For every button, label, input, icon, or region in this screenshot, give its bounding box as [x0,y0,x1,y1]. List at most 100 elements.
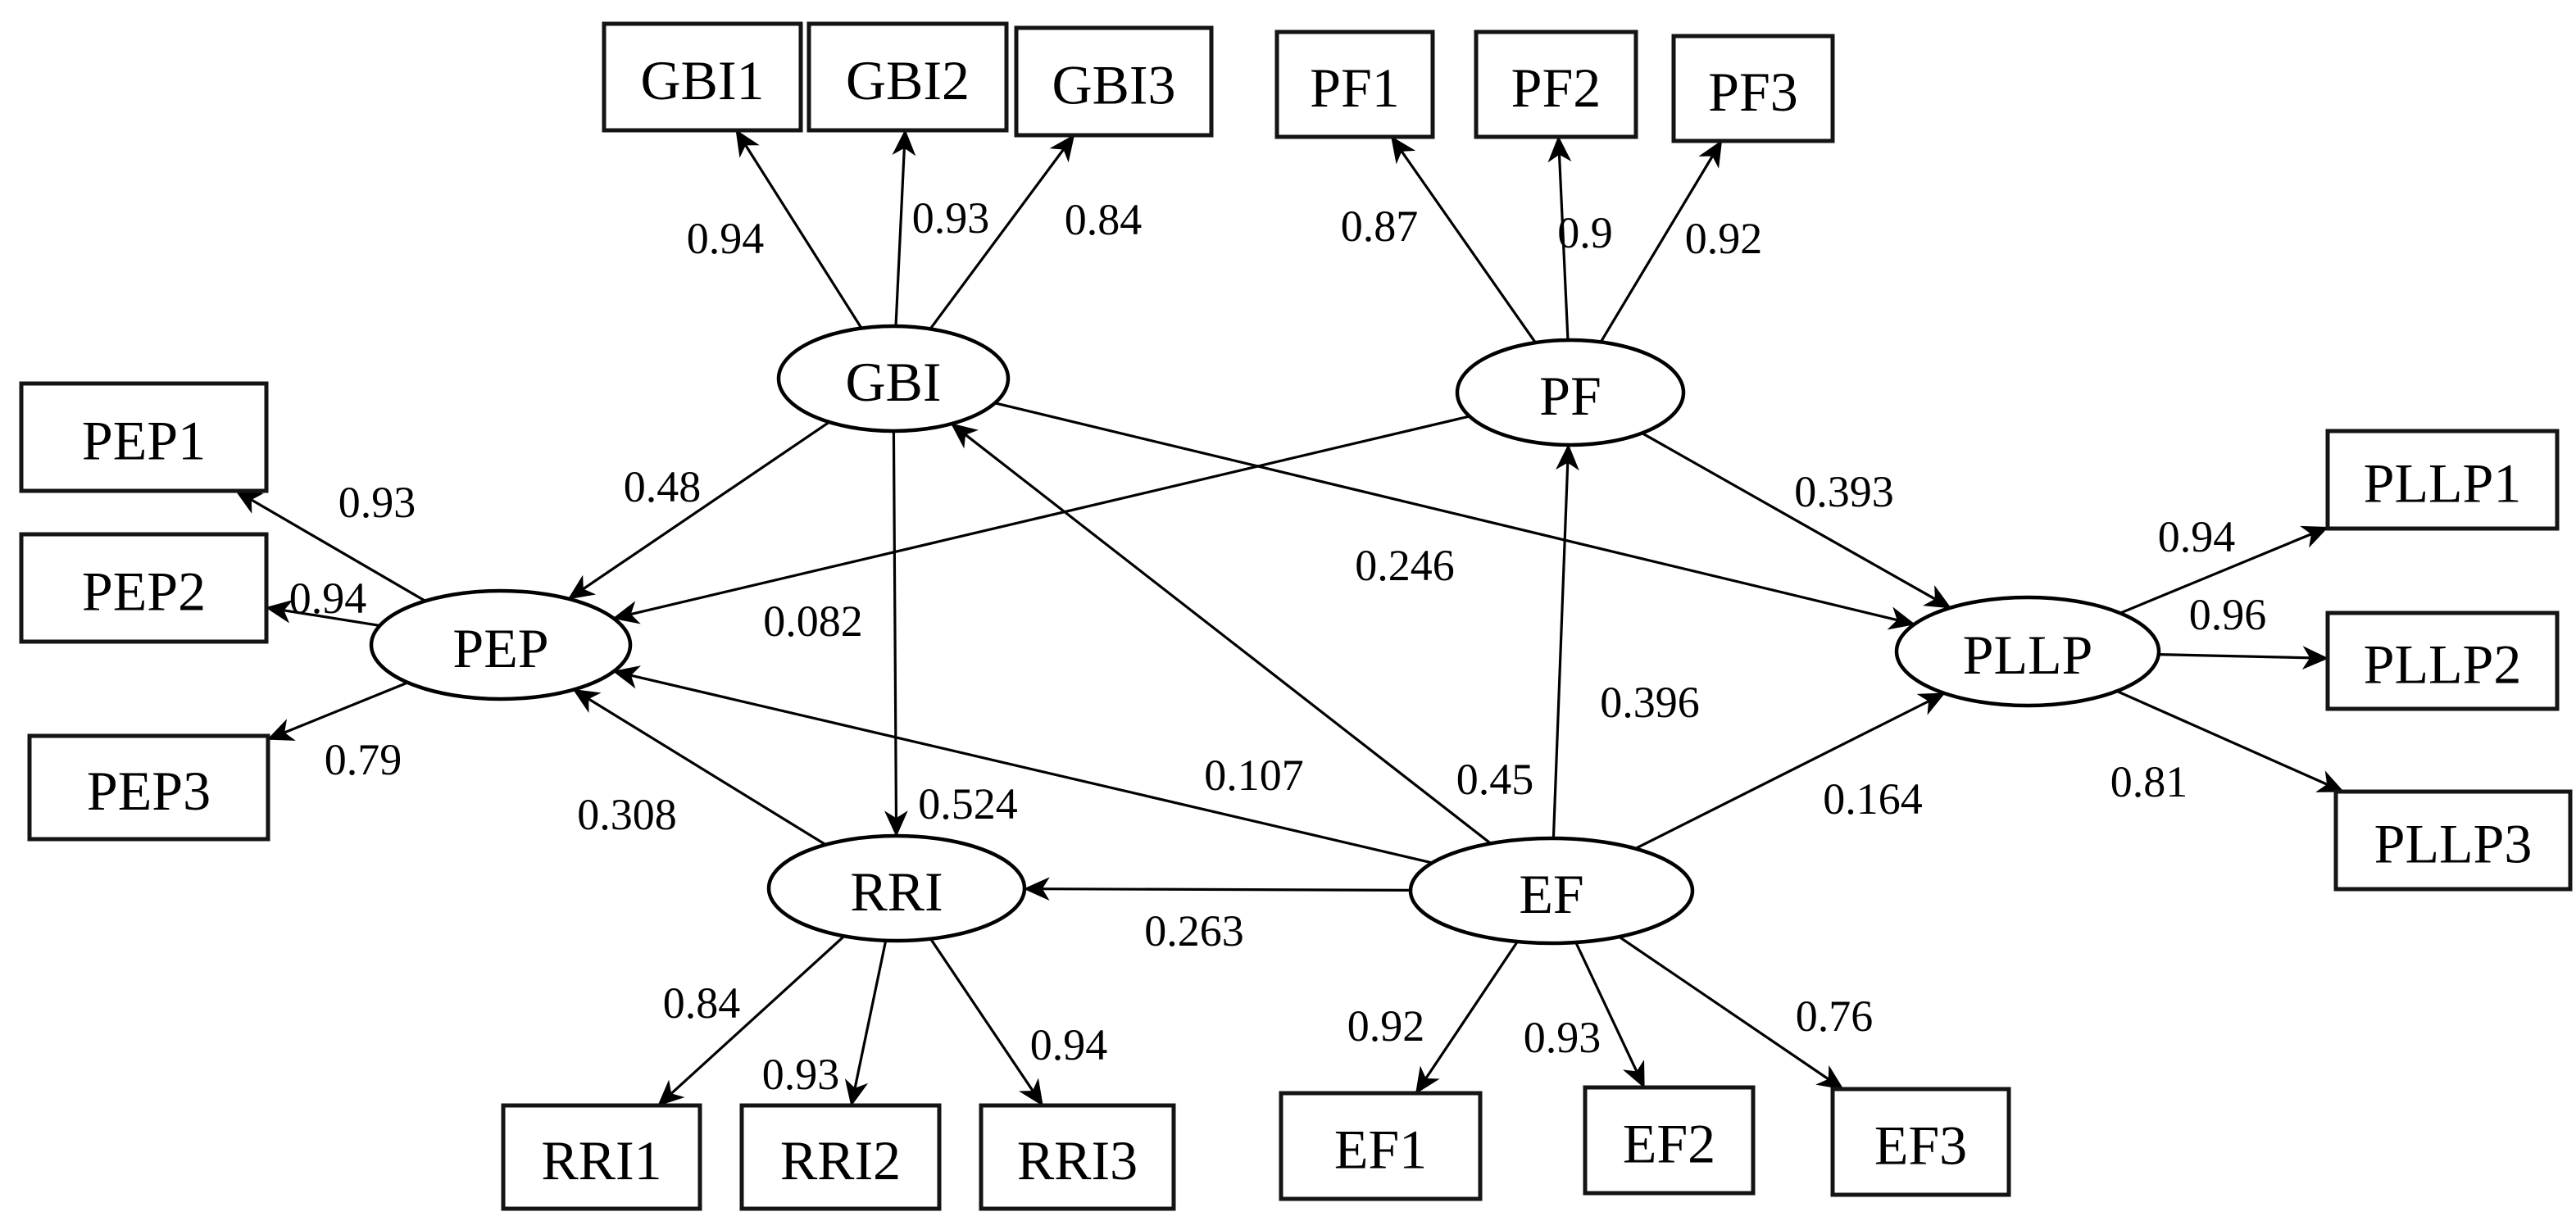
indicator-pep1 [19,381,269,493]
structural-path-rri-pep [572,688,827,847]
loading-value-pep-pep3: 0.79 [325,735,402,784]
path-coefficient-ef-rri: 0.263 [1144,906,1244,955]
indicator-pllp1 [2325,429,2560,531]
loading-path-pep-pep1 [234,489,426,602]
loading-value-gbi-gbi3: 0.84 [1065,195,1143,244]
structural-path-gbi-pep [567,420,830,601]
loading-path-pllp-pllp1 [2119,525,2329,615]
loading-path-rri-rri3 [929,937,1044,1107]
indicator-pf3 [1671,34,1835,143]
indicator-label-pep3: PEP3 [87,760,211,822]
loading-path-ef-ef2 [1574,942,1646,1089]
indicator-rri1 [501,1103,702,1211]
indicator-label-pf3: PF3 [1708,61,1798,123]
path-coefficient-pf-pep: 0.082 [763,597,863,646]
structural-path-ef-pllp [1634,692,1946,851]
loading-value-rri-rri2: 0.93 [762,1050,840,1099]
indicator-label-pf1: PF1 [1310,57,1400,119]
loading-path-gbi-gbi1 [734,129,863,329]
latent-label-ef: EF [1519,863,1583,925]
latent-pf [1455,338,1686,447]
loading-path-pep-pep2 [265,600,380,627]
structural-path-ef-pf [1552,443,1579,839]
loading-value-gbi-gbi1: 0.94 [687,214,765,263]
latent-gbi [776,324,1011,433]
indicator-label-pllp2: PLLP2 [2364,633,2522,696]
latent-label-pep: PEP [452,617,548,679]
indicator-gbi3 [1014,25,1214,138]
indicator-label-gbi1: GBI1 [640,49,764,111]
latent-rri [766,833,1027,943]
structural-path-pf-pep [612,415,1470,624]
loading-path-rri-rri2 [844,940,888,1107]
indicator-gbi1 [602,21,803,133]
loading-value-rri-rri1: 0.84 [663,978,741,1028]
path-coefficient-gbi-pep: 0.48 [624,462,702,511]
indicator-label-pep1: PEP1 [82,410,206,472]
indicator-ef1 [1279,1091,1483,1201]
loading-value-ef-ef1: 0.92 [1347,1001,1425,1051]
indicator-label-pep2: PEP2 [82,561,206,623]
loading-path-pf-pf3 [1599,139,1723,343]
path-coefficient-ef-pf: 0.396 [1600,678,1700,727]
loading-value-pllp-pllp3: 0.81 [2110,757,2188,806]
indicator-label-pllp3: PLLP3 [2374,813,2533,875]
structural-path-ef-gbi [950,422,1492,845]
loading-path-rri-rri1 [657,935,845,1107]
loading-value-pep-pep2: 0.94 [289,574,367,623]
structural-path-gbi-rri [884,430,908,837]
loading-value-pf-pf3: 0.92 [1685,214,1763,263]
latent-pep [369,588,633,701]
loading-value-pf-pf1: 0.87 [1341,202,1419,251]
structural-path-ef-rri [1023,877,1411,901]
latent-label-pllp: PLLP [1963,624,2093,686]
loading-value-pllp-pllp2: 0.96 [2189,590,2267,639]
loading-path-gbi-gbi3 [929,134,1075,330]
indicator-label-rri2: RRI2 [780,1129,901,1191]
path-coefficient-ef-gbi: 0.45 [1456,755,1534,804]
indicator-label-ef2: EF2 [1623,1113,1715,1175]
path-coefficient-ef-pllp: 0.164 [1823,774,1923,824]
indicator-pf2 [1474,30,1638,139]
latent-label-pf: PF [1539,365,1601,427]
loading-path-pf-pf2 [1547,135,1572,341]
indicator-pllp3 [2333,789,2573,892]
loading-path-pllp-pllp3 [2116,689,2345,793]
indicator-pf1 [1274,30,1435,139]
structural-path-gbi-pllp [994,402,1916,630]
latent-ef [1408,836,1695,946]
indicator-label-rri3: RRI3 [1017,1129,1138,1191]
indicator-label-gbi2: GBI2 [846,49,970,111]
loading-path-pf-pf1 [1390,135,1537,344]
loading-path-ef-ef1 [1415,941,1519,1095]
loading-value-ef-ef2: 0.93 [1524,1013,1601,1062]
latent-label-rri: RRI [850,860,943,923]
indicator-pllp2 [2325,610,2560,711]
loading-value-gbi-gbi2: 0.93 [912,193,990,243]
latent-pllp [1894,595,2161,708]
indicator-label-pllp1: PLLP1 [2364,452,2522,515]
indicator-label-rri1: RRI1 [541,1129,661,1191]
loading-value-ef-ef3: 0.76 [1796,992,1874,1041]
loading-value-pllp-pllp1: 0.94 [2158,512,2236,561]
indicator-rri2 [739,1103,942,1211]
indicator-rri3 [979,1103,1176,1211]
loading-path-pep-pep3 [266,681,409,741]
path-coefficient-pf-pllp: 0.393 [1794,467,1894,516]
indicator-label-ef3: EF3 [1874,1114,1967,1177]
loading-value-pep-pep1: 0.93 [338,478,416,527]
indicator-label-gbi3: GBI3 [1052,54,1175,116]
latent-label-gbi: GBI [845,351,941,413]
loading-path-ef-ef3 [1618,935,1844,1091]
path-coefficient-rri-pep: 0.308 [577,790,677,839]
indicator-gbi2 [806,21,1009,133]
indicator-label-ef1: EF1 [1334,1119,1427,1181]
loading-value-pf-pf2: 0.9 [1557,208,1613,257]
indicator-ef3 [1830,1087,2011,1197]
loading-value-rri-rri3: 0.94 [1030,1020,1108,1069]
path-coefficient-ef-pep: 0.107 [1204,751,1304,800]
structural-path-pf-pllp [1641,432,1951,610]
loading-path-pllp-pllp2 [2158,646,2329,670]
